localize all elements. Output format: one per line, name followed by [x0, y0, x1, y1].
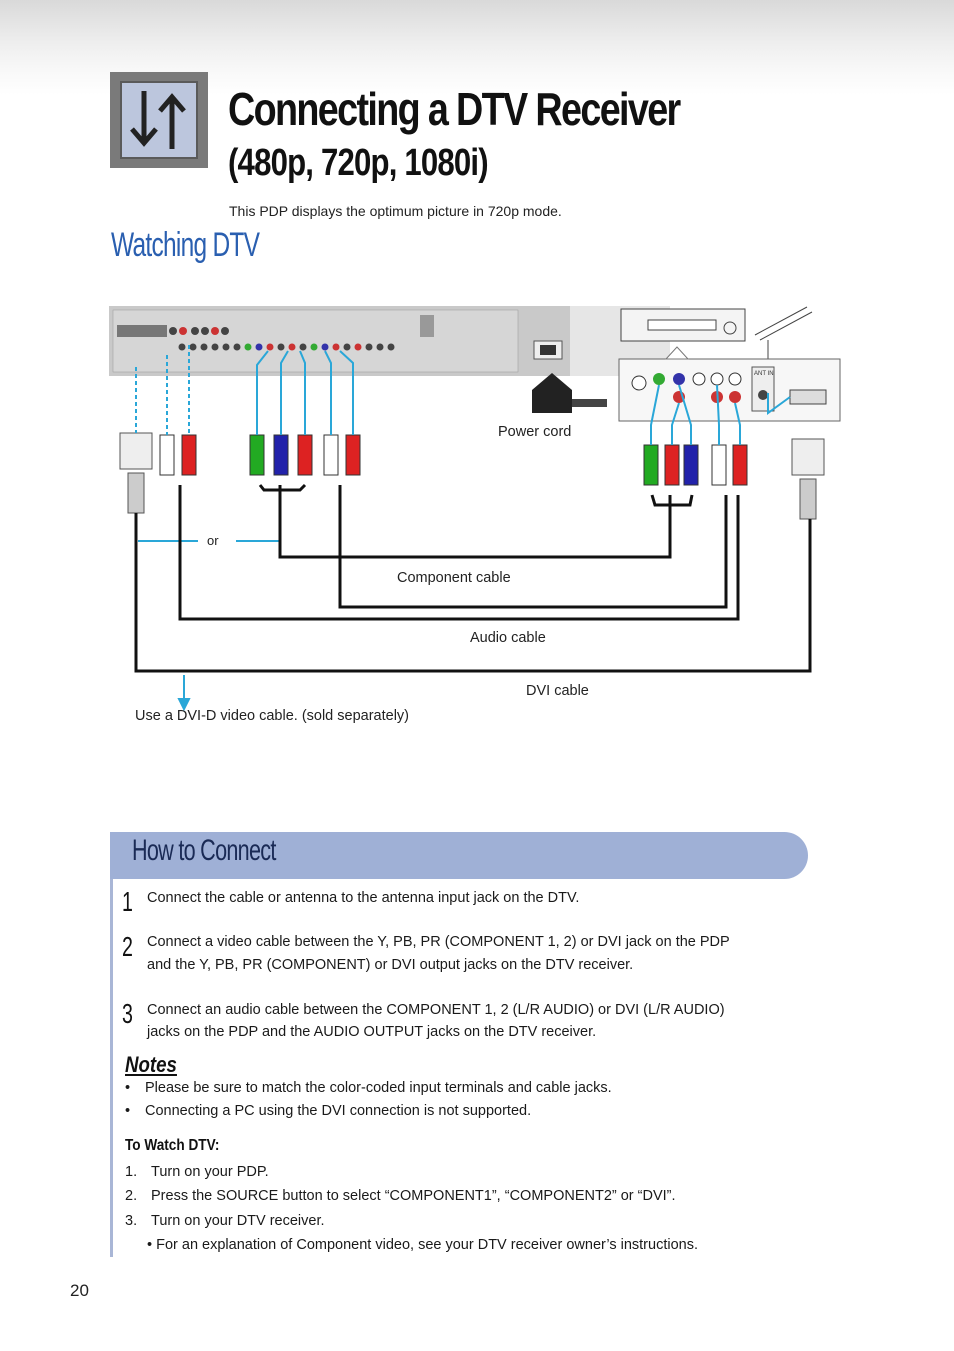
connection-icon [110, 72, 208, 168]
step-number: 2 [122, 931, 133, 962]
note-item: •Connecting a PC using the DVI connectio… [125, 1103, 532, 1119]
step-text: Connect the cable or antenna to the ante… [147, 890, 580, 906]
step-text: jacks on the PDP and the AUDIO OUTPUT ja… [147, 1024, 597, 1040]
page-subtitle: This PDP displays the optimum picture in… [229, 203, 562, 219]
audio-cable-label: Audio cable [470, 630, 546, 646]
step-number: 1 [122, 886, 133, 917]
page-title-sub: (480p, 720p, 1080i) [228, 142, 489, 184]
power-cord-label: Power cord [498, 424, 571, 440]
page-number: 20 [70, 1281, 89, 1300]
howto-title: How to Connect [132, 834, 276, 867]
step-text: Connect a video cable between the Y, PB,… [147, 934, 730, 950]
watch-step: 3.Turn on your DTV receiver. [125, 1213, 325, 1229]
watch-title: To Watch DTV: [125, 1137, 220, 1154]
step-text: Connect an audio cable between the COMPO… [147, 1002, 725, 1018]
connection-diagram: ANT IN [109, 306, 841, 724]
notes-title: Notes [125, 1052, 177, 1077]
howto-band [110, 832, 808, 879]
left-rule [110, 879, 113, 1257]
page-title: Connecting a DTV Receiver [228, 83, 681, 135]
watch-step: 1.Turn on your PDP. [125, 1164, 269, 1180]
step-text: and the Y, PB, PR (COMPONENT) or DVI out… [147, 957, 634, 973]
note-item: •Please be sure to match the color-coded… [125, 1080, 612, 1096]
watch-step: 2.Press the SOURCE button to select “COM… [125, 1188, 676, 1204]
dvi-cable-label: DVI cable [526, 683, 589, 699]
section-title: Watching DTV [111, 226, 260, 264]
svg-text:ANT IN: ANT IN [754, 371, 774, 377]
watch-sub-note: • For an explanation of Component video,… [147, 1237, 698, 1253]
component-cable-label: Component cable [397, 570, 511, 586]
dvi-note-label: Use a DVI-D video cable. (sold separatel… [135, 708, 409, 724]
or-label: or [207, 533, 219, 548]
step-number: 3 [122, 998, 133, 1029]
